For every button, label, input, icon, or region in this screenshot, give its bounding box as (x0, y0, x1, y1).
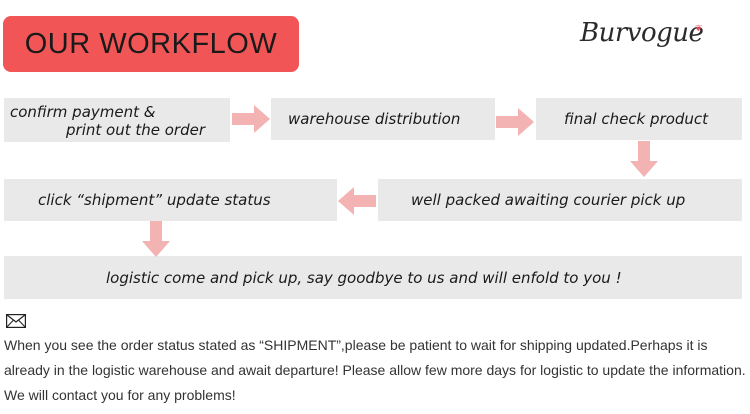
step-confirm-payment-line1: confirm payment & (10, 103, 156, 121)
step-logistic-pickup: logistic come and pick up, say goodbye t… (4, 256, 742, 299)
arrow-down-icon (142, 221, 170, 257)
step-packed-label: well packed awaiting courier pick up (411, 191, 686, 209)
step-warehouse-distribution: warehouse distribution (271, 98, 495, 140)
step-logistic-pickup-label: logistic come and pick up, say goodbye t… (106, 268, 622, 287)
step-confirm-payment: confirm payment & print out the order (4, 98, 230, 142)
step-shipment-status: click “shipment” update status (4, 179, 337, 221)
shipping-note-line: already in the logistic warehouse and aw… (4, 362, 746, 378)
arrow-right-icon (496, 108, 534, 136)
workflow-banner: OUR WORKFLOW (3, 16, 299, 72)
arrow-left-icon (338, 187, 376, 215)
step-shipment-status-label: click “shipment” update status (38, 191, 271, 209)
envelope-icon (6, 314, 26, 328)
shipping-note-line: When you see the order status stated as … (4, 337, 708, 353)
step-confirm-payment-line2: print out the order (66, 121, 205, 139)
step-packed: well packed awaiting courier pick up (378, 179, 742, 221)
brand-logo: Burvogue (580, 18, 720, 58)
heart-icon: ❦ (695, 24, 703, 34)
step-warehouse-distribution-label: warehouse distribution (288, 110, 461, 128)
shipping-note-line: We will contact you for any problems! (4, 387, 236, 403)
banner-title: OUR WORKFLOW (24, 27, 278, 60)
brand-logo-text: Burvogue (580, 18, 704, 48)
step-final-check-label: final check product (564, 110, 709, 128)
arrow-down-icon (630, 141, 658, 177)
shipping-note: When you see the order status stated as … (4, 333, 746, 408)
arrow-right-icon (232, 105, 270, 133)
step-final-check: final check product (536, 98, 742, 140)
